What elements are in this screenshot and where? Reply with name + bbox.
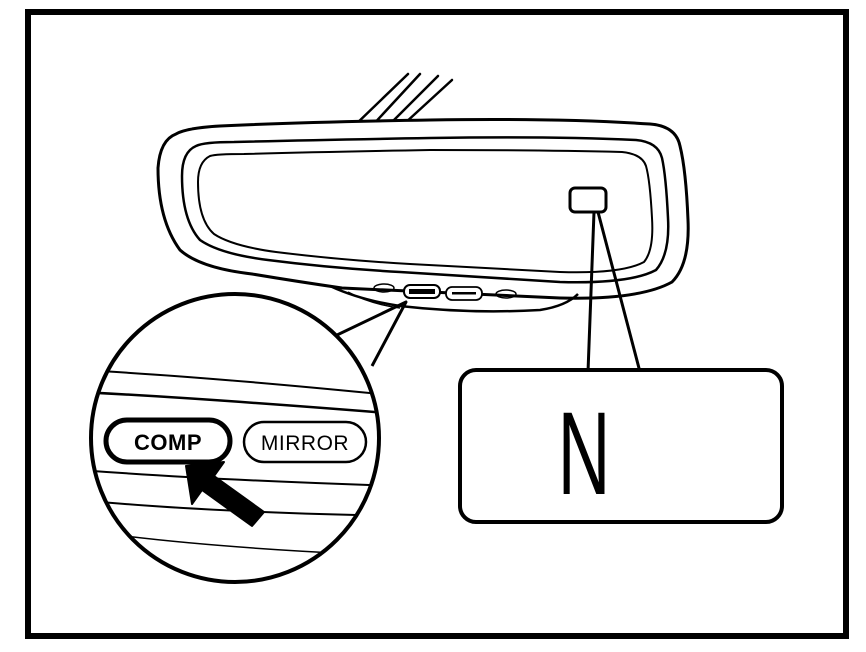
mirror-button[interactable] [242,420,368,464]
mirror-button-label: MIRROR [261,432,349,455]
compass-direction-indicator: N [558,387,611,519]
rearview-mirror [156,118,690,313]
mirror-left-lamp [373,283,395,293]
press-arrow-icon [185,461,265,527]
comp-button[interactable] [103,417,233,465]
display-callout-panel [458,368,784,524]
mirror-right-lamp [495,289,517,299]
mirror-wires [350,72,454,130]
mirror-glass [196,148,654,274]
display-callout-pointer [586,211,642,373]
comp-button-label: COMP [134,430,202,455]
button-callout-pointer [313,300,408,367]
button-strip [329,284,579,313]
magnifier-circle [89,292,381,584]
mirror-display-window [568,186,608,214]
